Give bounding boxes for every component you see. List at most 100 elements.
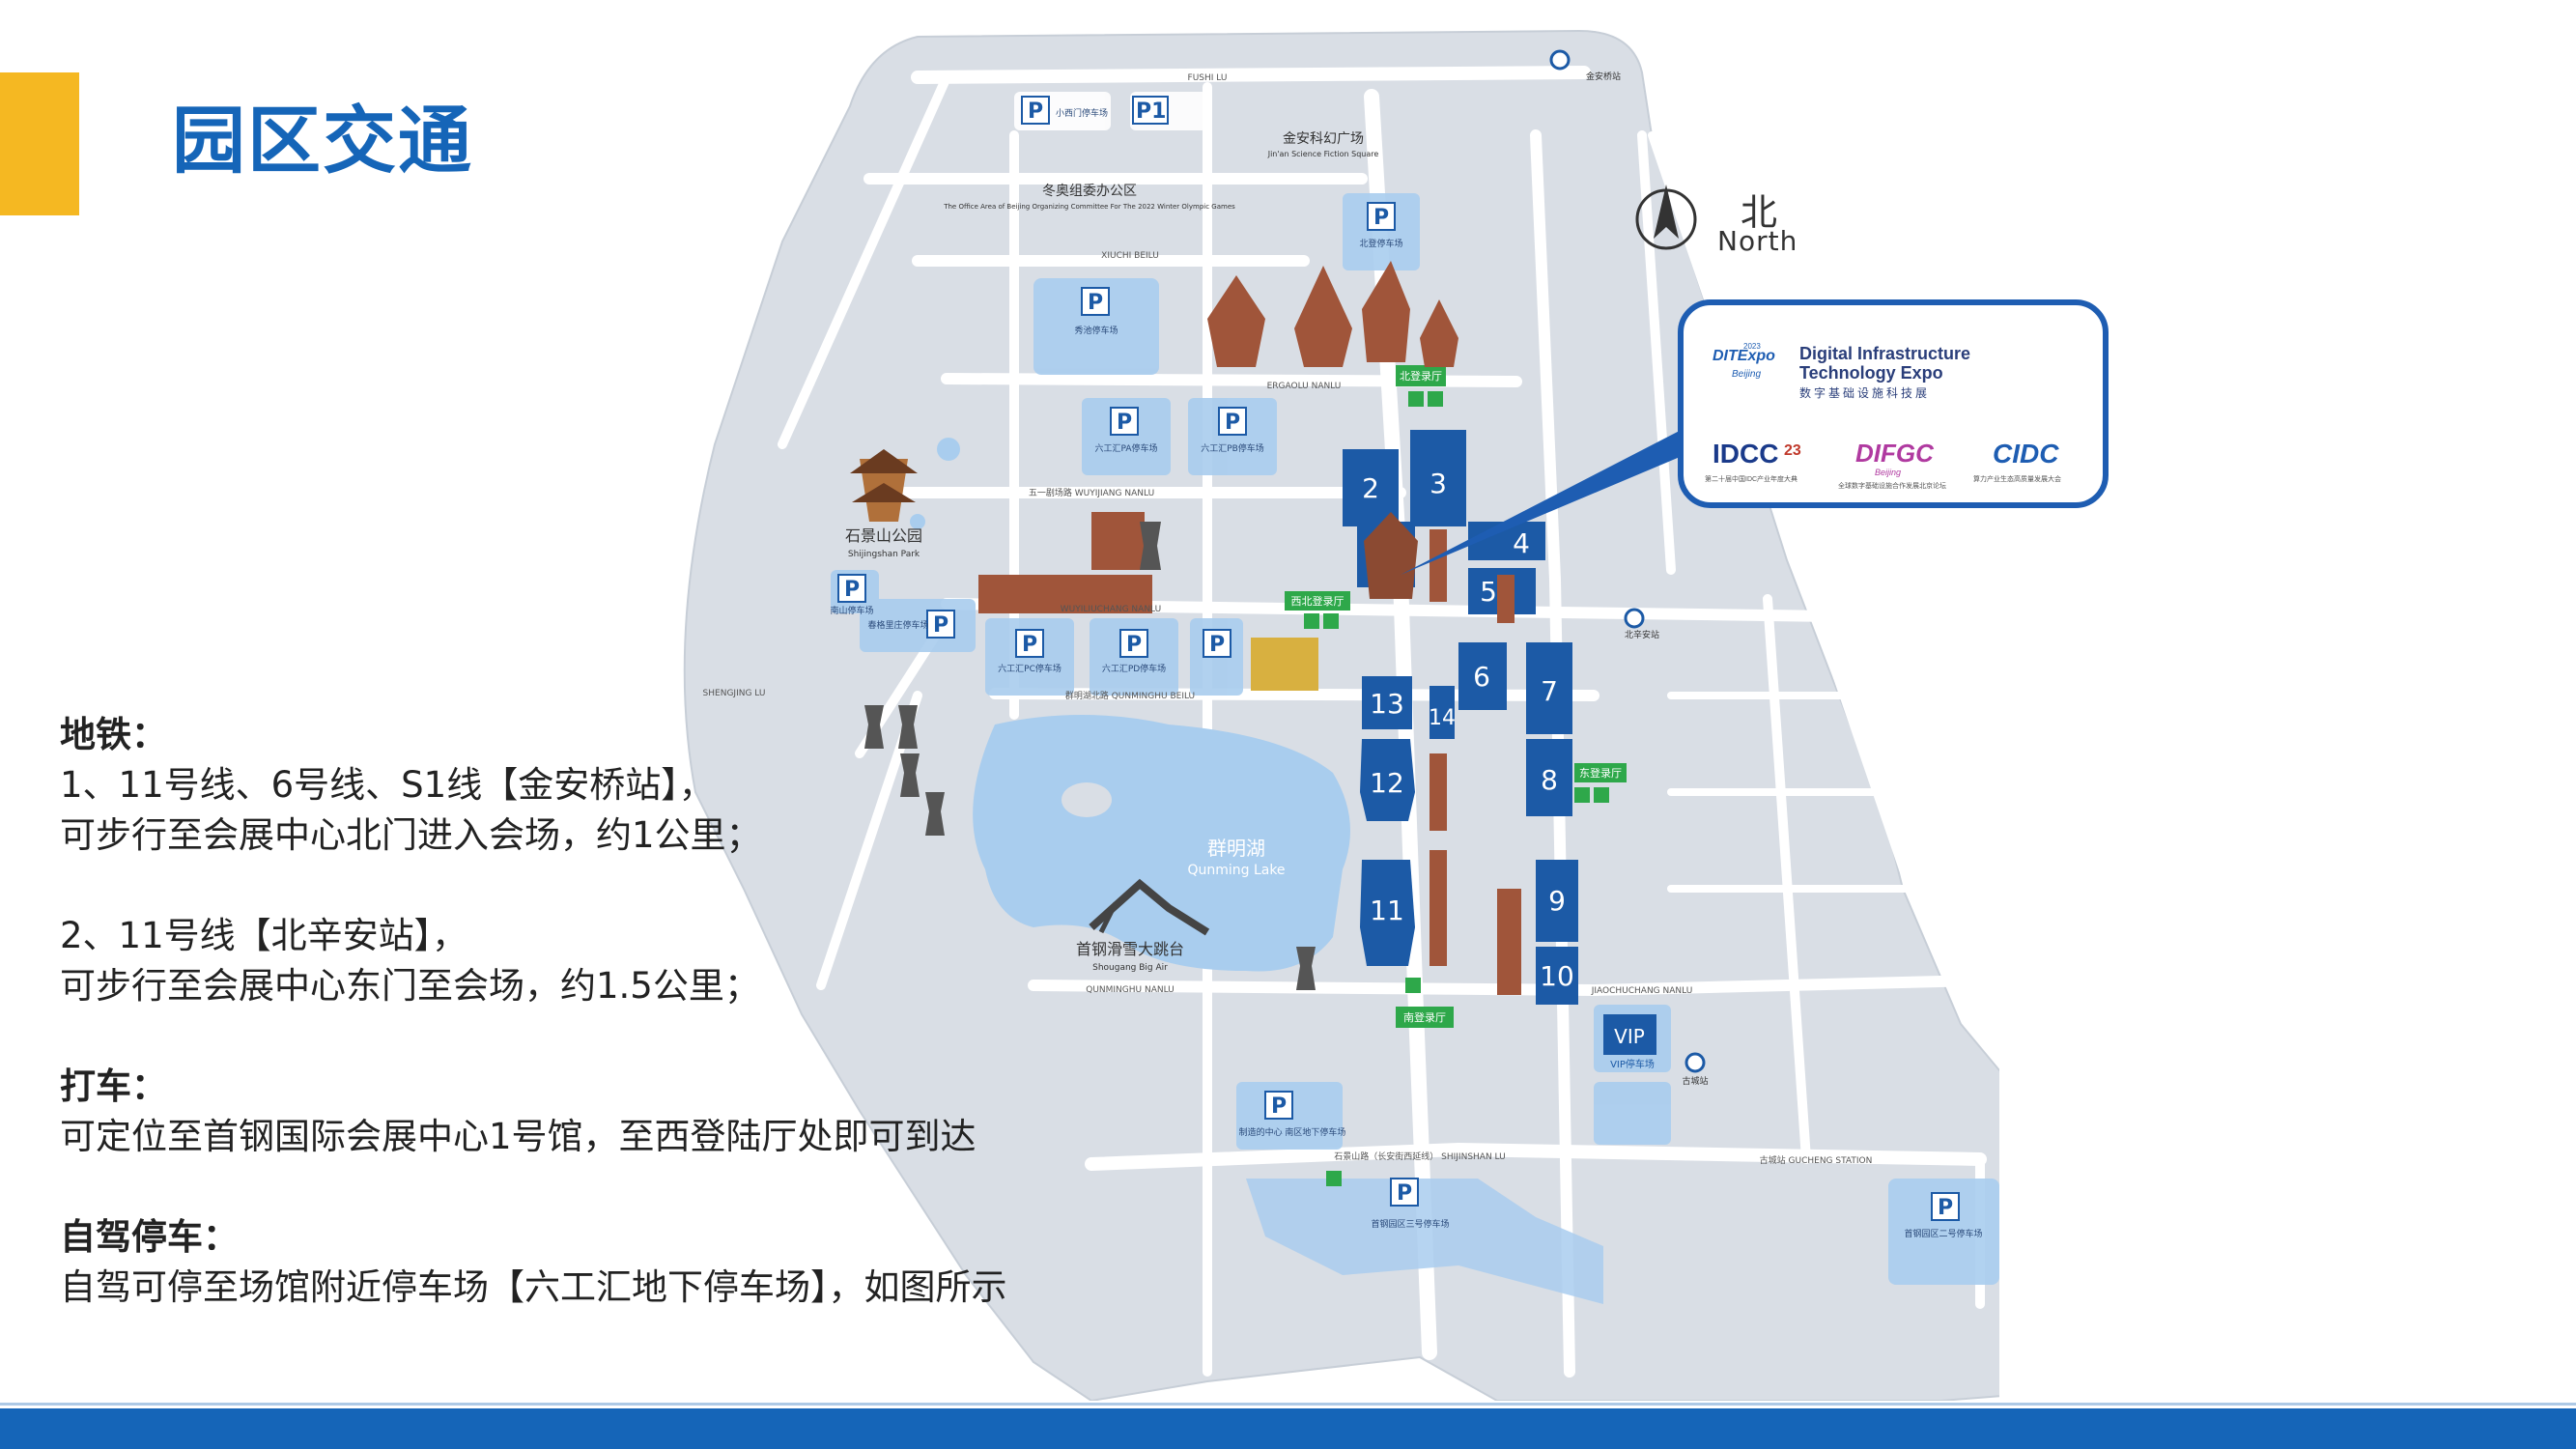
svg-text:12: 12 [1370,767,1404,799]
ditexpo-title-line2: Technology Expo [1799,363,1943,383]
svg-text:8: 8 [1541,764,1558,796]
drive-line: 自驾可停至场馆附近停车场【六工汇地下停车场】，如图所示 [60,1266,1007,1308]
drive-heading: 自驾停车： [60,1216,239,1258]
svg-text:9: 9 [1548,885,1566,917]
subway-line-3: 2、11号线【北辛安站】， [60,915,468,956]
svg-text:P: P [1028,99,1043,124]
svg-text:首钢园区三号停车场: 首钢园区三号停车场 [1371,1218,1449,1230]
svg-text:VIP: VIP [1614,1025,1645,1048]
ditexpo-title: Digital Infrastructure Technology Expo [1799,344,1970,383]
road-labels: FUSHI LU XIUCHI BEILU ERGAOLU NANLU 五一剧场… [703,73,1873,1166]
idcc-subtitle: 第二十届中国IDC产业年度大典 [1705,476,1798,483]
svg-text:The Office Area of Beijing Org: The Office Area of Beijing Organizing Co… [943,203,1235,211]
svg-text:5: 5 [1480,576,1497,608]
campus-map[interactable]: 群明湖 Qunming Lake P P P P P P P P P P P1 … [628,19,1999,1401]
svg-text:P: P [844,578,860,602]
west-hall: 西北登录厅 [1285,591,1350,611]
svg-text:首钢园区二号停车场: 首钢园区二号停车场 [1904,1228,1982,1239]
cooling-towers [864,522,1316,990]
svg-text:秀池停车场: 秀池停车场 [1074,325,1118,336]
svg-text:ERGAOLU NANLU: ERGAOLU NANLU [1267,382,1342,391]
compass-north-cn: 北 [1741,191,1778,234]
svg-text:10: 10 [1540,960,1574,992]
svg-text:P: P [1938,1196,1953,1220]
compass-icon [1635,185,1697,250]
north-hall: 北登录厅 [1396,365,1446,386]
svg-text:WUYILIUCHANG NANLU: WUYILIUCHANG NANLU [1061,605,1161,614]
ditexpo-city: Beijing [1732,369,1762,380]
svg-text:4: 4 [1513,527,1530,559]
hall-9: 9 [1536,860,1578,942]
ditexpo-cn-title: 数字基础设施科技展 [1799,386,1931,400]
svg-text:石景山路（长安街西延线） SHIJINSHAN LU: 石景山路（长安街西延线） SHIJINSHAN LU [1334,1151,1505,1162]
subway-line-2: 可步行至会展中心北门进入会场，约1公里； [60,814,762,856]
svg-text:P: P [1225,411,1240,435]
south-hall: 南登录厅 [1396,1007,1454,1028]
hall-8: 8 [1526,739,1572,816]
svg-text:QUNMINGHU NANLU: QUNMINGHU NANLU [1086,985,1175,995]
vip-parking-label: VIP停车场 [1610,1058,1655,1070]
svg-text:六工汇PD停车场: 六工汇PD停车场 [1102,663,1166,674]
subway-heading: 地铁： [60,714,167,755]
svg-text:六工汇PA停车场: 六工汇PA停车场 [1094,442,1157,454]
difgc-subtitle: 全球数字基础设施合作发展北京论坛 [1838,483,1946,490]
svg-text:北登停车场: 北登停车场 [1359,238,1402,249]
page-title: 园区交通 [172,98,473,184]
svg-text:11: 11 [1370,895,1404,926]
qunming-lake [973,715,1350,972]
svg-text:7: 7 [1541,675,1558,707]
ditexpo-title-line1: Digital Infrastructure [1799,344,1971,363]
hall-6: 6 [1458,642,1507,710]
svg-text:SHENGJING LU: SHENGJING LU [703,689,766,698]
svg-text:金安桥站: 金安桥站 [1586,71,1621,82]
transport-info: 地铁： 1、11号线、6号线、S1线【金安桥站】， 可步行至会展中心北门进入会场… [60,710,1074,1313]
svg-text:3: 3 [1430,468,1447,499]
parking-labels: 秀池停车场 六工汇PA停车场 六工汇PB停车场 六工汇PC停车场 六工汇PD停车… [830,107,1982,1239]
idcc-logo: IDCC [1713,439,1779,469]
svg-text:北登录厅: 北登录厅 [1400,369,1442,383]
hall-3: 3 [1410,430,1466,526]
difgc-logo: DIFGC [1855,439,1934,468]
park-pond [937,438,960,461]
svg-text:古城站 GUCHENG STATION: 古城站 GUCHENG STATION [1760,1154,1873,1166]
svg-text:P: P [1209,633,1225,657]
landmark-labels: 石景山公园 Shijingshan Park 首钢滑雪大跳台 Shougang … [845,131,1378,973]
svg-text:13: 13 [1370,688,1404,720]
compass-north-en: North [1717,225,1798,257]
svg-text:FUSHI LU: FUSHI LU [1188,73,1228,83]
big-air-jump [1089,878,1210,936]
svg-text:P: P [1397,1181,1412,1206]
svg-text:南登录厅: 南登录厅 [1403,1010,1446,1024]
hall-14: 14 [1429,686,1456,739]
svg-text:古城站: 古城站 [1682,1075,1708,1087]
park-pond-2 [910,514,925,529]
svg-text:P: P [933,613,948,638]
taxi-line: 可定位至首钢国际会展中心1号馆，至西登陆厅处即可到达 [60,1116,977,1157]
svg-text:西北登录厅: 西北登录厅 [1291,594,1345,608]
svg-text:Shougang Big Air: Shougang Big Air [1092,963,1168,973]
svg-text:冬奥组委办公区: 冬奥组委办公区 [1042,183,1137,199]
hall-12: 12 [1360,739,1415,821]
svg-text:六工汇PC停车场: 六工汇PC停车场 [998,663,1062,674]
svg-text:2: 2 [1362,472,1379,504]
ditexpo-logo: DITExpo [1713,348,1775,364]
expo-logo-callout: DITExpo 2023 Beijing Digital Infrastruct… [1678,299,2109,508]
road-network [778,66,1987,1378]
hall-7: 7 [1526,642,1572,734]
svg-text:P: P [1126,633,1142,657]
footer-bar [0,1408,2576,1449]
shijingshan-pagoda [850,449,918,522]
title-accent-bar [0,72,79,215]
lake-label-cn: 群明湖 [1207,837,1265,860]
hall-10: 10 [1536,947,1578,1005]
idcc-year: 23 [1784,442,1801,459]
svg-text:小西门停车场: 小西门停车场 [1056,107,1108,119]
subway-line-1: 1、11号线、6号线、S1线【金安桥站】， [60,764,715,806]
svg-text:六工汇PB停车场: 六工汇PB停车场 [1201,442,1264,454]
svg-text:石景山公园: 石景山公园 [845,526,922,545]
callout-pointer [1401,420,1710,575]
hall-2: 2 [1343,449,1399,526]
svg-text:P: P [1088,291,1103,315]
east-hall: 东登录厅 [1574,763,1627,782]
svg-text:Jin'an Science Fiction Square: Jin'an Science Fiction Square [1267,150,1379,158]
